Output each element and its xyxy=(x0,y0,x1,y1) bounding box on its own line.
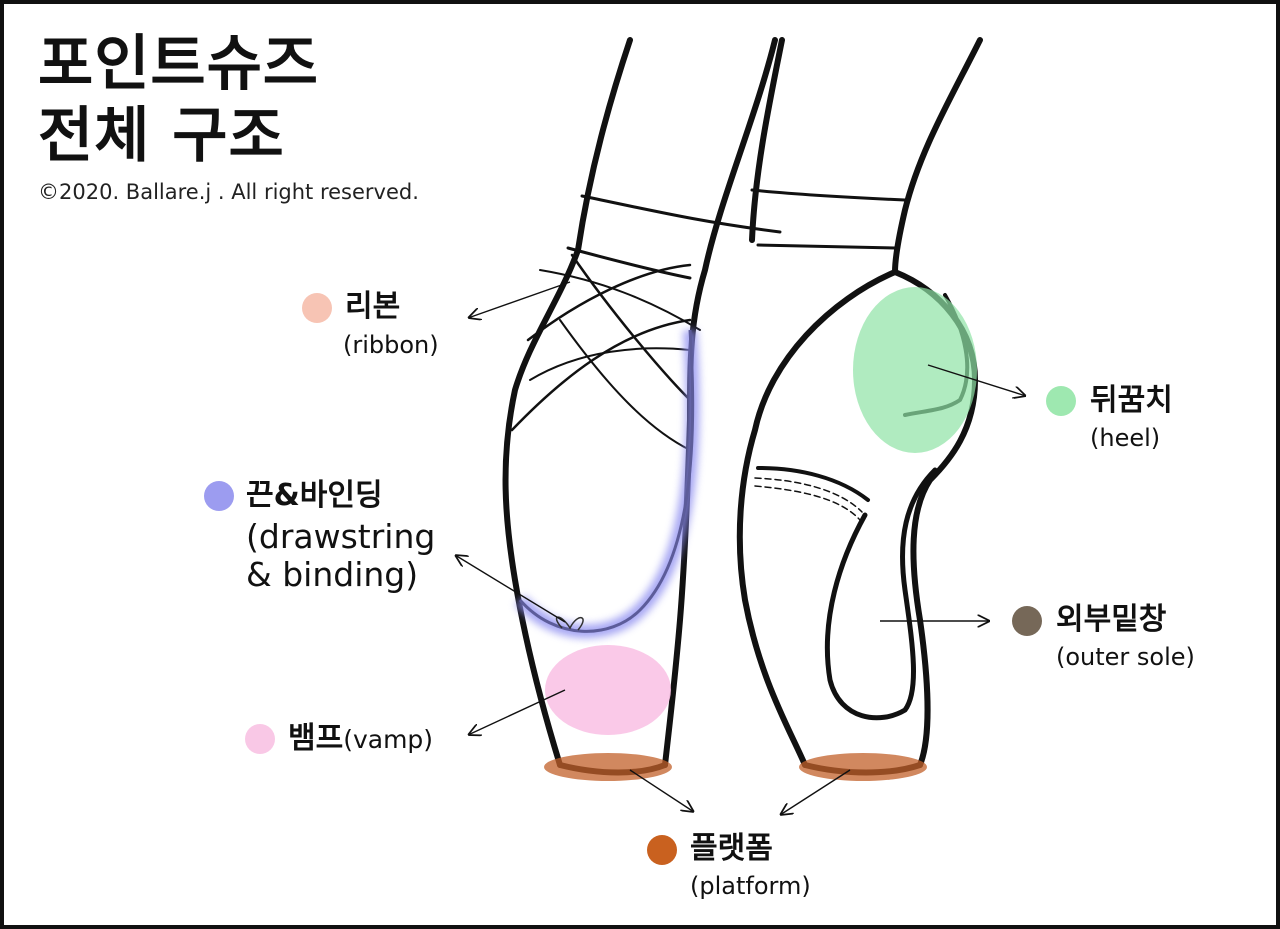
platform-sub-label: (platform) xyxy=(690,872,811,900)
vamp-label-ko: 뱀프 xyxy=(288,721,344,756)
ribbon-color-dot xyxy=(302,293,332,323)
heel-highlight xyxy=(853,287,977,453)
platform-arrow-left xyxy=(629,769,694,812)
drawstring-color-dot xyxy=(204,481,234,511)
vamp-label-en: (vamp) xyxy=(343,725,434,754)
drawstring-sub-label-1: (drawstring xyxy=(246,517,436,556)
copyright-notice: ©2020. Ballare.j . All right reserved. xyxy=(38,180,419,204)
heel-sub-label: (heel) xyxy=(1090,424,1161,452)
ribbon-label: 리본 xyxy=(345,289,401,324)
outer-sole-color-dot xyxy=(1012,606,1042,636)
drawstring-arrow xyxy=(455,555,566,623)
platform-arrow-right xyxy=(780,769,851,815)
heel-color-dot xyxy=(1046,386,1076,416)
vamp-highlight xyxy=(545,645,671,735)
ribbon-sub-label: (ribbon) xyxy=(343,331,439,359)
drawstring-label: 끈&바인딩 xyxy=(246,478,383,513)
ribbon-arrow xyxy=(468,281,571,318)
vamp-label: 뱀프(vamp) xyxy=(288,724,433,754)
heel-label: 뒤꿈치 xyxy=(1090,383,1173,418)
title-line-1: 포인트슈즈 xyxy=(38,29,319,99)
heel-arrow xyxy=(927,364,1026,396)
platform-right-highlight xyxy=(799,753,927,781)
platform-color-dot xyxy=(647,835,677,865)
title-line-2: 전체 구조 xyxy=(38,101,285,171)
vamp-color-dot xyxy=(245,724,275,754)
outer-sole-label: 외부밑창 xyxy=(1056,602,1167,637)
drawstring-sub-label-2: & binding) xyxy=(246,555,419,594)
platform-left-highlight xyxy=(544,753,672,781)
vamp-arrow xyxy=(468,689,566,735)
outer-sole-sub-label: (outer sole) xyxy=(1056,643,1195,671)
platform-label: 플랫폼 xyxy=(690,831,773,866)
